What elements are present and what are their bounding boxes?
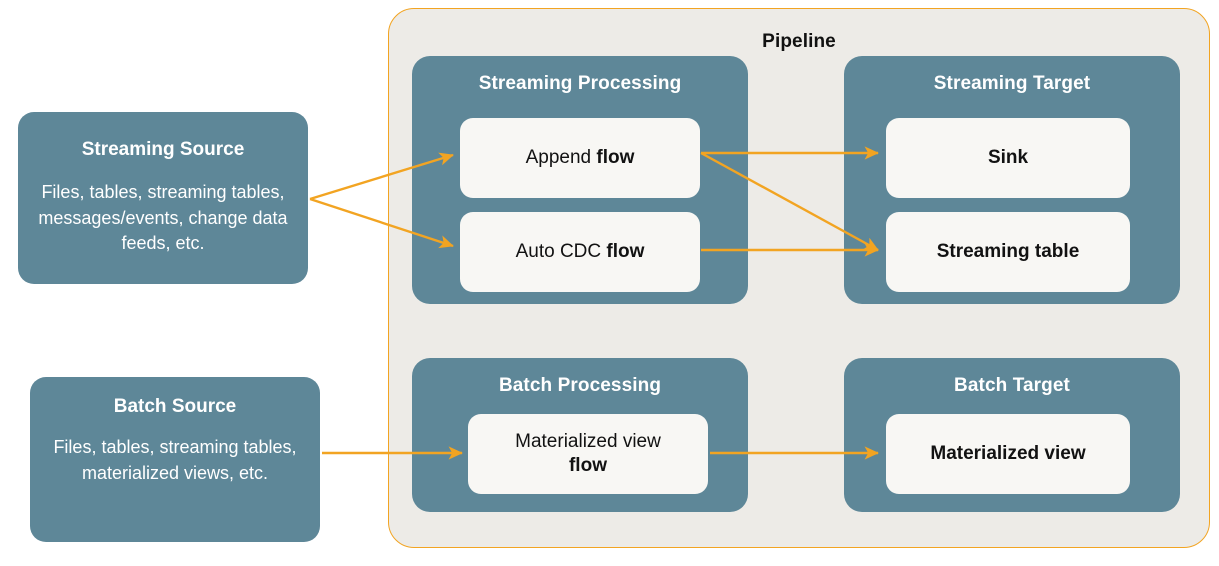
item-auto-cdc-flow-label: Auto CDC flow [515,240,645,262]
item-materialized-view[interactable]: Materialized view [886,414,1130,494]
item-materialized-view-label: Materialized view [930,442,1086,464]
group-streaming-processing[interactable]: Streaming Processing Append flow Auto CD… [412,56,748,304]
batch-source-title: Batch Source [113,396,237,417]
group-streaming-processing-title: Streaming Processing [478,73,682,94]
group-streaming-target-title: Streaming Target [933,73,1091,94]
group-batch-processing-title: Batch Processing [498,375,662,396]
streaming-source-title: Streaming Source [81,139,245,160]
item-auto-cdc-flow[interactable]: Auto CDC flow [460,212,700,292]
group-batch-target-title: Batch Target [954,375,1070,396]
item-streaming-table-label: Streaming table [936,240,1080,262]
group-streaming-target[interactable]: Streaming Target Sink Streaming table [844,56,1180,304]
streaming-source-description: Files, tables, streaming tables, message… [38,182,288,254]
item-append-flow-label: Append flow [525,146,635,168]
item-append-flow[interactable]: Append flow [460,118,700,198]
pipeline-title: Pipeline [762,31,836,52]
streaming-source-box[interactable]: Streaming Source Files, tables, streamin… [18,112,308,284]
item-streaming-table[interactable]: Streaming table [886,212,1130,292]
group-batch-target[interactable]: Batch Target Materialized view [844,358,1180,512]
item-sink-label: Sink [987,146,1029,168]
batch-source-description: Files, tables, streaming tables, materia… [53,437,297,483]
batch-source-box[interactable]: Batch Source Files, tables, streaming ta… [30,377,320,542]
item-sink[interactable]: Sink [886,118,1130,198]
